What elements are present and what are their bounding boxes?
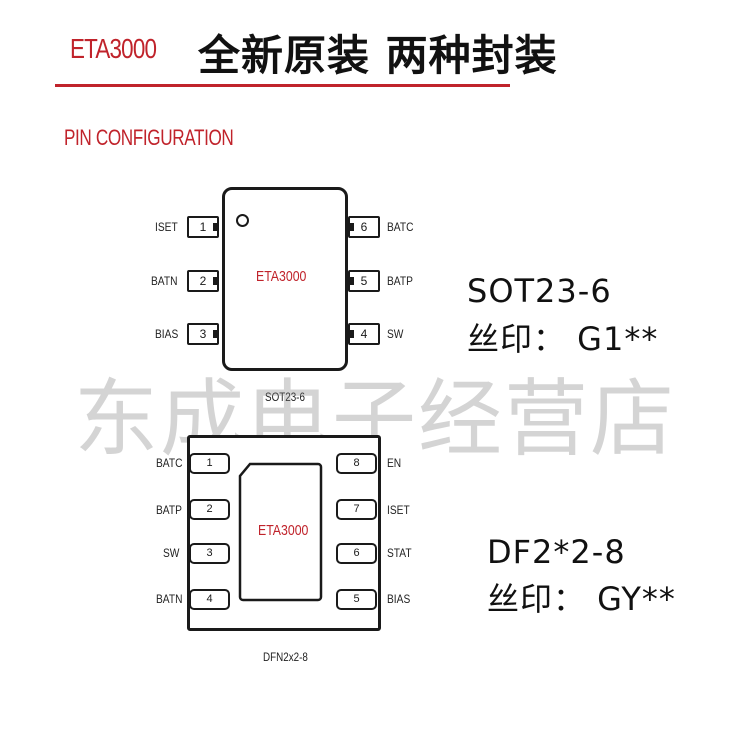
pin1-indicator-dot [236,214,249,227]
dfn-pin-name: EN [387,456,402,470]
section-title: PIN CONFIGURATION [64,125,234,150]
sot23-pin: 2 [187,270,219,292]
sot23-pin: 3 [187,323,219,345]
dfn-caption: DFN2x2-8 [263,650,308,664]
dfn-chip-label: ETA3000 [258,522,309,539]
sot23-pin: 5 [348,270,380,292]
sot23-pin-name: BATP [387,274,413,288]
sot23-pin-name: SW [387,327,404,341]
sot23-pin-name: ISET [155,220,178,234]
sot23-pin: 1 [187,216,219,238]
dfn-pin: 2 [189,499,230,520]
dfn-pin-name: SW [163,546,180,560]
headline: 全新原装 两种封装 [198,31,558,80]
sot23-marking-text: 丝印： G1** [467,320,659,358]
header-divider [55,84,510,87]
dfn-pin: 5 [336,589,377,610]
sot23-pin-name: BIAS [155,327,179,341]
sot23-pin-name: BATN [151,274,178,288]
chip-name: ETA3000 [70,33,157,64]
dfn-pin: 6 [336,543,377,564]
dfn-pin-name: BATC [156,456,183,470]
sot23-caption: SOT23-6 [265,390,305,404]
dfn-pin: 3 [189,543,230,564]
dfn-pin: 1 [189,453,230,474]
sot23-pin: 4 [348,323,380,345]
sot23-pin-name: BATC [387,220,414,234]
dfn-pin-name: ISET [387,503,410,517]
dfn-pin-name: STAT [387,546,412,560]
sot23-package-text: SOT23-6 [467,272,612,310]
dfn-pin: 8 [336,453,377,474]
dfn-marking-text: 丝印： GY** [487,580,676,618]
dfn-pin-name: BATN [156,592,183,606]
dfn-exposed-pad [238,462,323,602]
sot23-chip-label: ETA3000 [256,268,307,285]
dfn-pin-name: BATP [156,503,182,517]
dfn-pin: 7 [336,499,377,520]
sot23-pin: 6 [348,216,380,238]
dfn-pin: 4 [189,589,230,610]
dfn-package-text: DF2*2-8 [487,533,626,571]
dfn-pin-name: BIAS [387,592,411,606]
